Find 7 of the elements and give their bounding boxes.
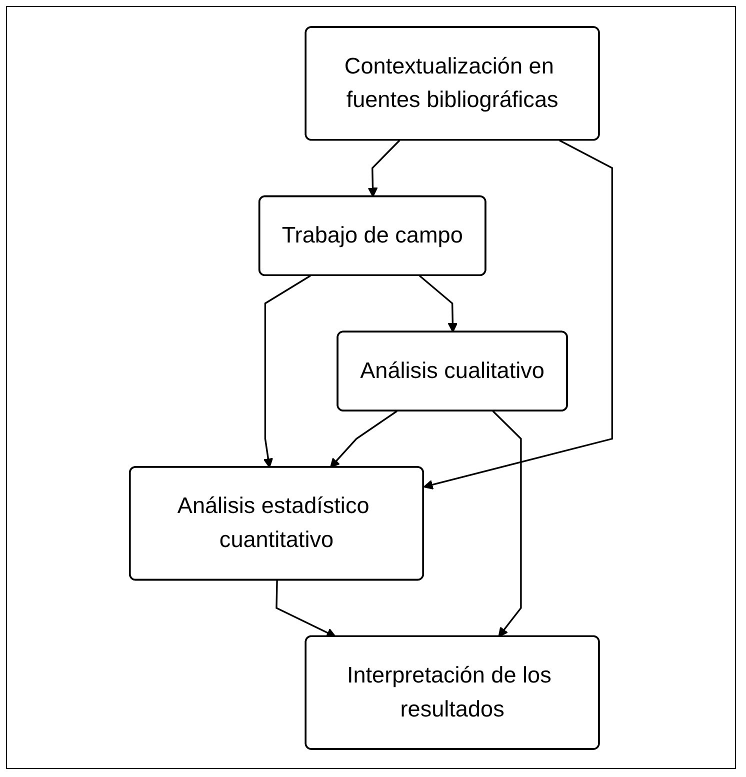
- arrow: [492, 410, 522, 637]
- arrow: [276, 580, 336, 637]
- arrow: [263, 274, 311, 468]
- arrow: [419, 274, 458, 332]
- arrow: [423, 139, 613, 490]
- arrow: [368, 139, 400, 197]
- arrow: [330, 410, 398, 468]
